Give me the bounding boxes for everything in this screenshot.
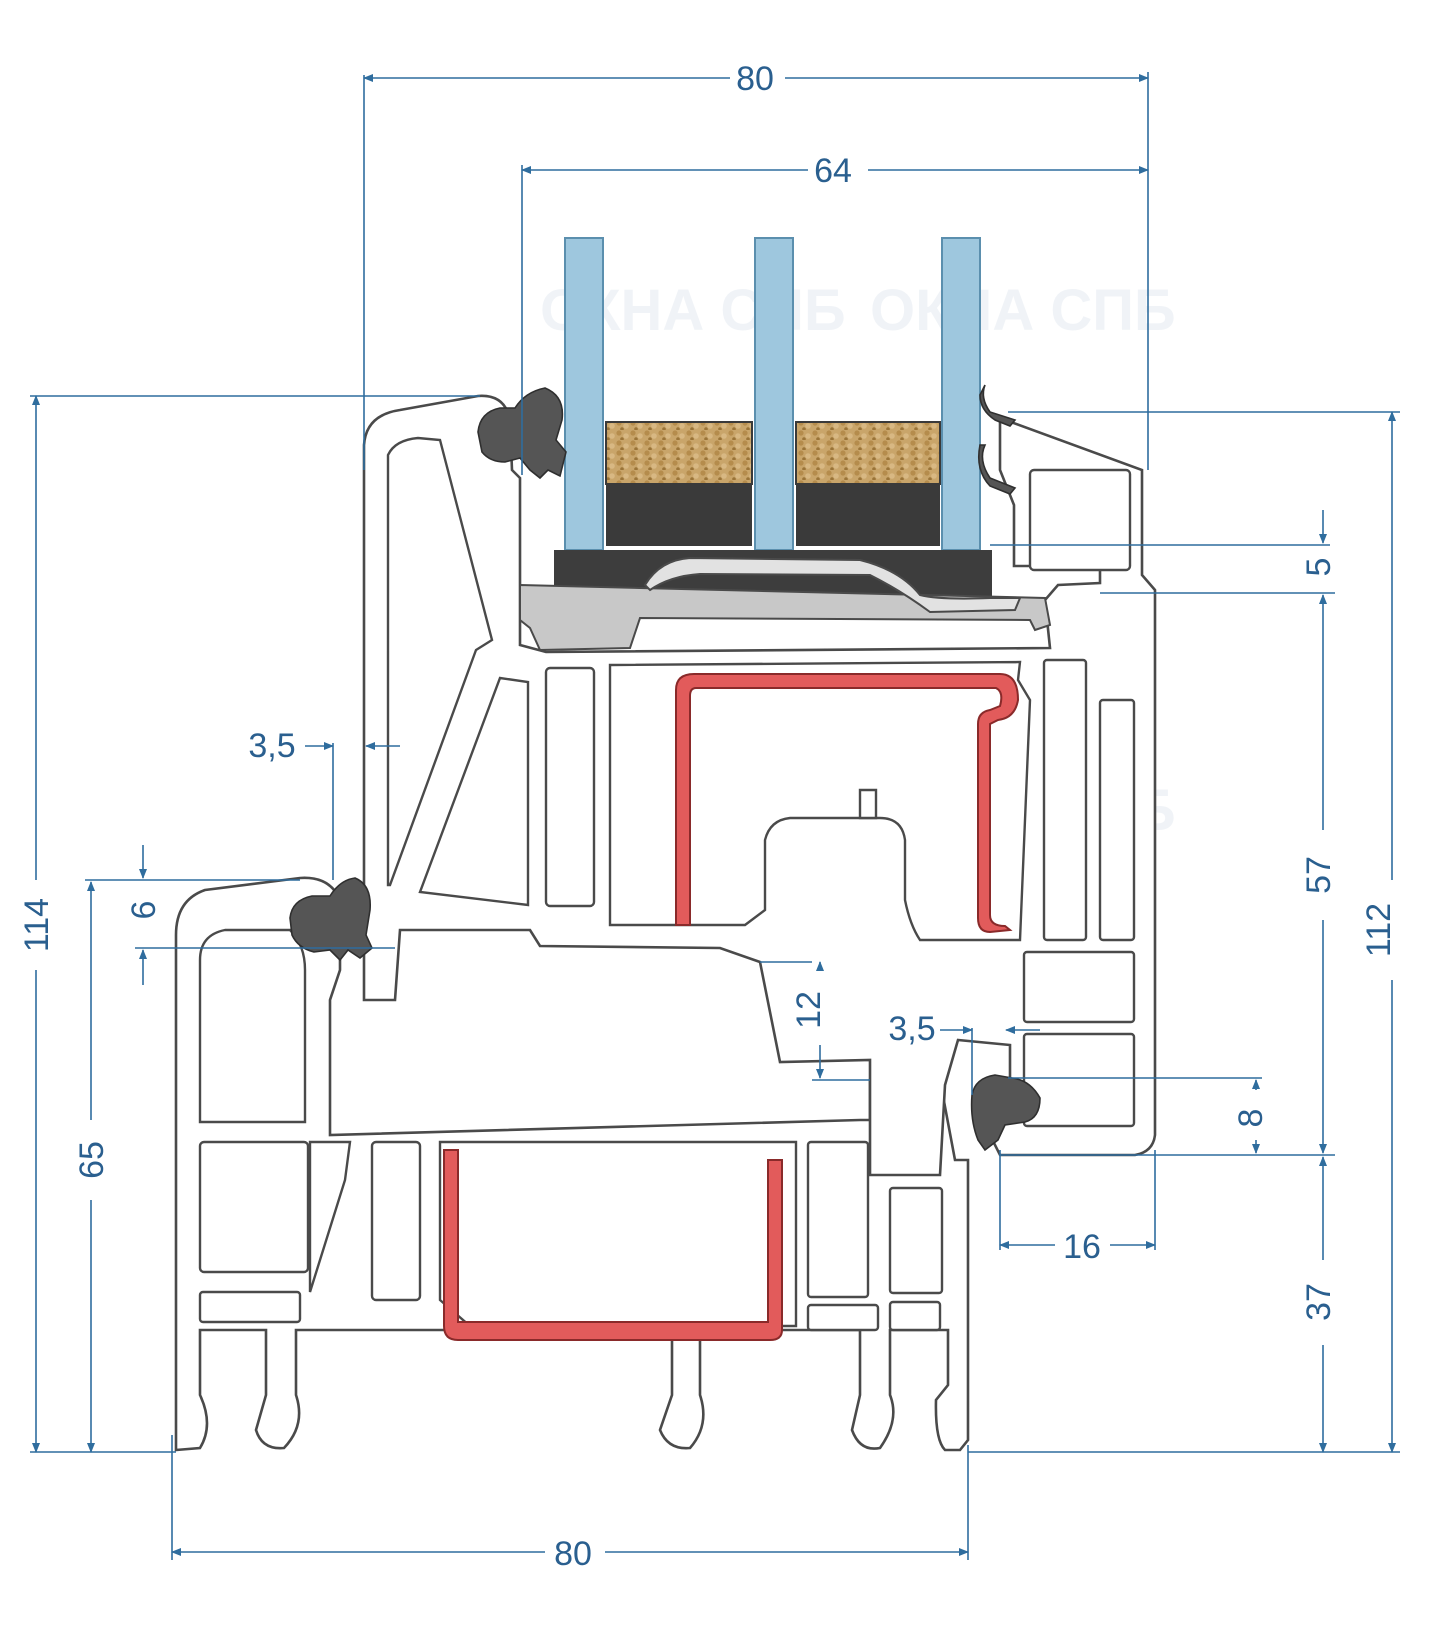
glass-pane-inner [941,237,981,551]
gasket-center [970,1074,1041,1152]
frame-reinforcement [443,1149,783,1341]
dimension-lines [30,72,1400,1560]
desiccant-right [795,421,941,485]
dim-left-gasket-label: 6 [125,901,163,920]
dim-left-frame-label: 65 [73,1141,111,1179]
frame-chambers [198,928,944,1332]
dim-right-bead-label: 5 [1300,558,1338,577]
gasket-inner-top-1 [979,384,1017,427]
dim-overlap-label: 16 [1063,1228,1101,1266]
spacer-left [606,484,752,546]
gasket-frame-outer [289,877,373,962]
dim-left-wall-label: 3,5 [248,727,295,765]
glazing-bead-spring [643,556,1022,614]
dim-left-total-label: 114 [18,898,56,952]
sash-reinforcement [675,673,1020,934]
dim-right-total-label: 112 [1360,903,1398,957]
dim-center-wall-label: 3,5 [888,1010,935,1048]
glass-pane-outer [564,237,604,551]
dim-top-width-label: 80 [736,60,774,98]
dim-bottom-width-label: 80 [554,1535,592,1573]
glazing-unit [519,237,1052,652]
desiccant-left [605,421,753,485]
dim-center-gap-label: 12 [790,991,828,1029]
dim-right-lower-label: 37 [1300,1283,1338,1321]
gasket-inner-top-2 [977,444,1017,495]
dim-right-gasket-label: 8 [1232,1109,1270,1128]
dim-glass-width-label: 64 [814,152,852,190]
watermark-text: ОКНА СПБ [870,278,1176,343]
glass-pane-middle [754,237,794,551]
sash-chambers [386,436,1136,1128]
dim-right-sash-label: 57 [1300,856,1338,894]
spacer-right [796,484,940,546]
